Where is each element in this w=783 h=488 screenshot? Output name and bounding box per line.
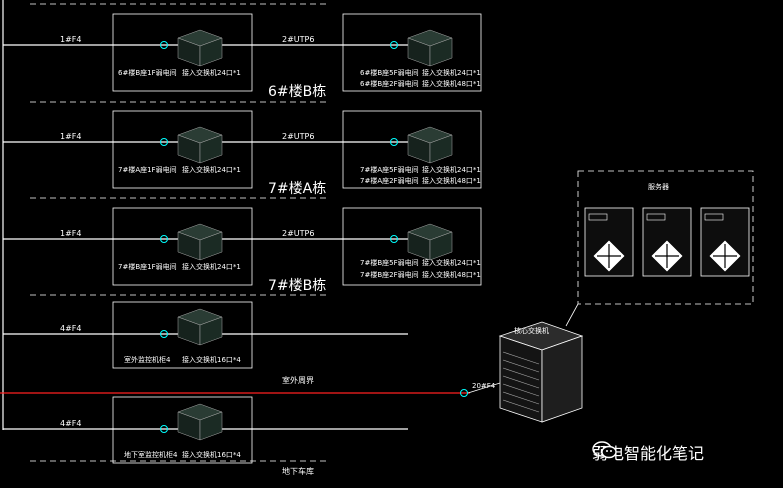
link-label: 2#UTP6 xyxy=(282,132,314,141)
right-cabinet-box xyxy=(342,207,482,286)
server-link xyxy=(565,303,579,327)
row-4: 4#F4 室外监控机柜4 接入交换机16口*4 xyxy=(3,301,408,369)
fiber-connector-icon xyxy=(160,425,168,433)
garage-switch-model: 接入交换机16口*4 xyxy=(182,450,241,459)
access-switch-icon xyxy=(177,126,223,164)
server-group-box xyxy=(577,170,754,305)
fiber-connector-icon xyxy=(390,138,398,146)
core-switch-label: 核心交换机 xyxy=(514,326,549,335)
link-label: 2#UTP6 xyxy=(282,35,314,44)
left-cabinet-box xyxy=(112,207,253,286)
fiber-connector-icon xyxy=(160,138,168,146)
server-icon xyxy=(584,207,634,277)
server-label: 服务器 xyxy=(648,182,669,191)
outdoor-cabinet-box xyxy=(112,301,253,369)
left-switch-model: 接入交换机24口*1 xyxy=(182,262,241,271)
left-cabinet-box xyxy=(112,110,253,189)
building-label: 6#楼B栋 xyxy=(268,83,326,100)
row-5: 4#F4 地下室监控机柜4 接入交换机16口*4 xyxy=(3,396,408,464)
access-switch-icon xyxy=(407,29,453,67)
right-switch-model-1: 接入交换机24口*1 xyxy=(422,68,481,77)
outdoor-switch-model: 接入交换机16口*4 xyxy=(182,355,241,364)
right-switch-model-1: 接入交换机24口*1 xyxy=(422,165,481,174)
right-switch-model-2: 接入交换机48口*1 xyxy=(422,79,481,88)
core-switch-icon xyxy=(498,321,584,423)
left-cabinet-label: 7#楼B座1F弱电间 xyxy=(118,262,177,271)
floor-separators xyxy=(30,3,330,462)
access-switch-icon xyxy=(407,223,453,261)
core-fiber-connector-icon xyxy=(460,389,468,397)
fiber-label: 1#F4 xyxy=(60,229,81,238)
left-cabinet-label: 7#楼A座1F弱电间 xyxy=(118,165,177,174)
fiber-connector-icon xyxy=(160,41,168,49)
core-fiber-link xyxy=(467,382,501,394)
server-icon xyxy=(642,207,692,277)
watermark-text: 弱电智能化笔记 xyxy=(592,444,705,463)
building-label: 7#楼A栋 xyxy=(268,180,326,197)
row-1: 1#F4 2#UTP6 6#楼B座1F弱电间 接入交换机24口*1 6#楼B座5… xyxy=(3,13,482,100)
garage-label: 地下车库 xyxy=(282,466,314,476)
building-label: 7#楼B栋 xyxy=(268,277,326,294)
right-cabinet-label-1: 6#楼B座5F弱电间 xyxy=(360,68,419,77)
right-cabinet-box xyxy=(342,13,482,92)
right-cabinet-label-2: 7#楼B座2F弱电间 xyxy=(360,270,419,279)
fiber-label: 4#F4 xyxy=(60,324,81,333)
server-icon xyxy=(700,207,750,277)
left-cabinet-box xyxy=(112,13,253,92)
link-label: 2#UTP6 xyxy=(282,229,314,238)
fiber-connector-icon xyxy=(390,235,398,243)
right-cabinet-label-2: 6#楼B座2F弱电间 xyxy=(360,79,419,88)
right-switch-model-2: 接入交换机48口*1 xyxy=(422,176,481,185)
row-2: 1#F4 2#UTP6 7#楼A座1F弱电间 接入交换机24口*1 7#楼A座5… xyxy=(3,110,482,197)
watermark: 弱电智能化笔记 xyxy=(592,440,704,464)
outdoor-cabinet-label: 室外监控机柜4 xyxy=(124,355,171,364)
access-switch-icon xyxy=(177,223,223,261)
right-switch-model-2: 接入交换机48口*1 xyxy=(422,270,481,279)
fiber-connector-icon xyxy=(160,330,168,338)
fiber-connector-icon xyxy=(160,235,168,243)
outdoor-perimeter-label: 室外周界 xyxy=(282,375,314,385)
access-switch-icon xyxy=(177,29,223,67)
access-switch-icon xyxy=(177,403,223,441)
fiber-connector-icon xyxy=(390,41,398,49)
right-cabinet-box xyxy=(342,110,482,189)
right-switch-model-1: 接入交换机24口*1 xyxy=(422,258,481,267)
left-switch-model: 接入交换机24口*1 xyxy=(182,68,241,77)
right-cabinet-label-2: 7#楼A座2F弱电间 xyxy=(360,176,419,185)
core-fiber-label: 20#F4 xyxy=(472,382,496,390)
fiber-label: 1#F4 xyxy=(60,35,81,44)
access-switch-icon xyxy=(177,308,223,346)
garage-cabinet-box xyxy=(112,396,253,464)
wechat-icon xyxy=(592,441,617,459)
fiber-label: 4#F4 xyxy=(60,419,81,428)
garage-cabinet-label: 地下室监控机柜4 xyxy=(124,450,178,459)
right-cabinet-label-1: 7#楼A座5F弱电间 xyxy=(360,165,419,174)
right-cabinet-label-1: 7#楼B座5F弱电间 xyxy=(360,258,419,267)
access-switch-icon xyxy=(407,126,453,164)
left-cabinet-label: 6#楼B座1F弱电间 xyxy=(118,68,177,77)
row-3: 1#F4 2#UTP6 7#楼B座1F弱电间 接入交换机24口*1 7#楼B座5… xyxy=(3,207,482,294)
left-switch-model: 接入交换机24口*1 xyxy=(182,165,241,174)
fiber-label: 1#F4 xyxy=(60,132,81,141)
